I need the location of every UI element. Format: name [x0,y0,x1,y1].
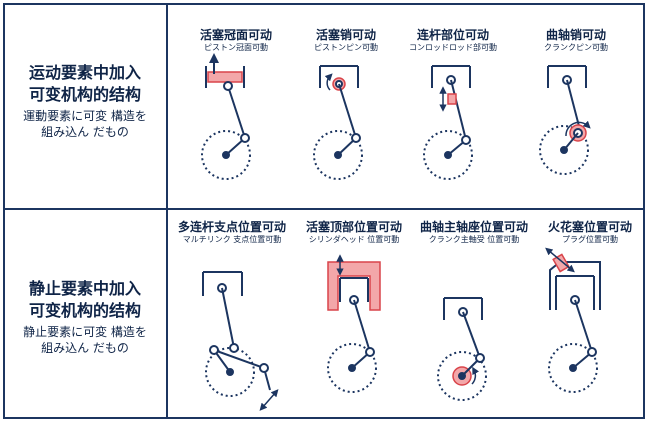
caption-main-bearing: 曲轴主轴座位置可动 クランク主軸受 位置可動 [419,220,528,244]
column-divider [166,3,168,419]
mech-spark-plug [545,247,601,393]
mech-crank-pin [539,65,591,175]
row-1-subtitle-line-1: 運動要素に可変 構造を [23,109,147,123]
mech-cylinder-head [327,254,381,393]
row-2-subtitle-line-1: 静止要素に可変 構造を [23,325,147,339]
row-divider [3,208,645,210]
row-2-title-line-1: 静止要素中加入 [28,279,141,298]
caption-piston-crown: 活塞冠面可动 ピストン冠面可動 [199,28,272,52]
caption-multilink: 多连杆支点位置可动 マルチリンク 支点位置可動 [177,220,286,244]
crank-circle-icon [548,343,598,393]
crank-circle-icon [201,130,251,180]
mech-con-rod [423,65,473,180]
caption-cylinder-head: 活塞顶部位置可动 シリンダヘッド 位置可動 [305,220,402,244]
row-2-label: 静止要素中加入 可变机构的结构 静止要素に可変 構造を 組み込ん だもの [10,278,160,356]
crank-circle-icon [423,130,473,180]
crank-circle-icon [539,125,589,175]
piston-pin-icon [223,81,233,91]
row-1-title-line-1: 运动要素中加入 [28,63,141,82]
crank-circle-icon [313,130,363,180]
row-2-subtitle-line-2: 組み込ん だもの [41,341,129,355]
mech-piston-crown [201,53,251,180]
table-frame [3,3,645,419]
caption-piston-pin: 活塞销可动 ピストンピン可動 [314,28,378,52]
crank-circle-icon [437,351,487,401]
mech-multilink [202,271,279,411]
mech-piston-pin [313,65,363,180]
crank-circle-icon [205,347,255,397]
crank-circle-icon [327,343,377,393]
row-2-title-line-2: 可变机构的结构 [28,301,141,320]
mech-main-bearing [437,297,487,401]
highlight-con-rod [447,93,457,105]
row-1-title-line-2: 可变机构的结构 [28,85,141,104]
row-1-label: 运动要素中加入 可变机构的结构 運動要素に可変 構造を 組み込ん だもの [10,62,160,140]
row-1-subtitle-line-2: 組み込ん だもの [41,125,129,139]
caption-con-rod: 连杆部位可动 コンロッドロッド部可動 [409,28,497,52]
caption-spark-plug: 火花塞位置可动 プラグ位置可動 [547,220,632,244]
caption-crank-pin: 曲轴销可动 クランクピン可動 [544,28,608,52]
